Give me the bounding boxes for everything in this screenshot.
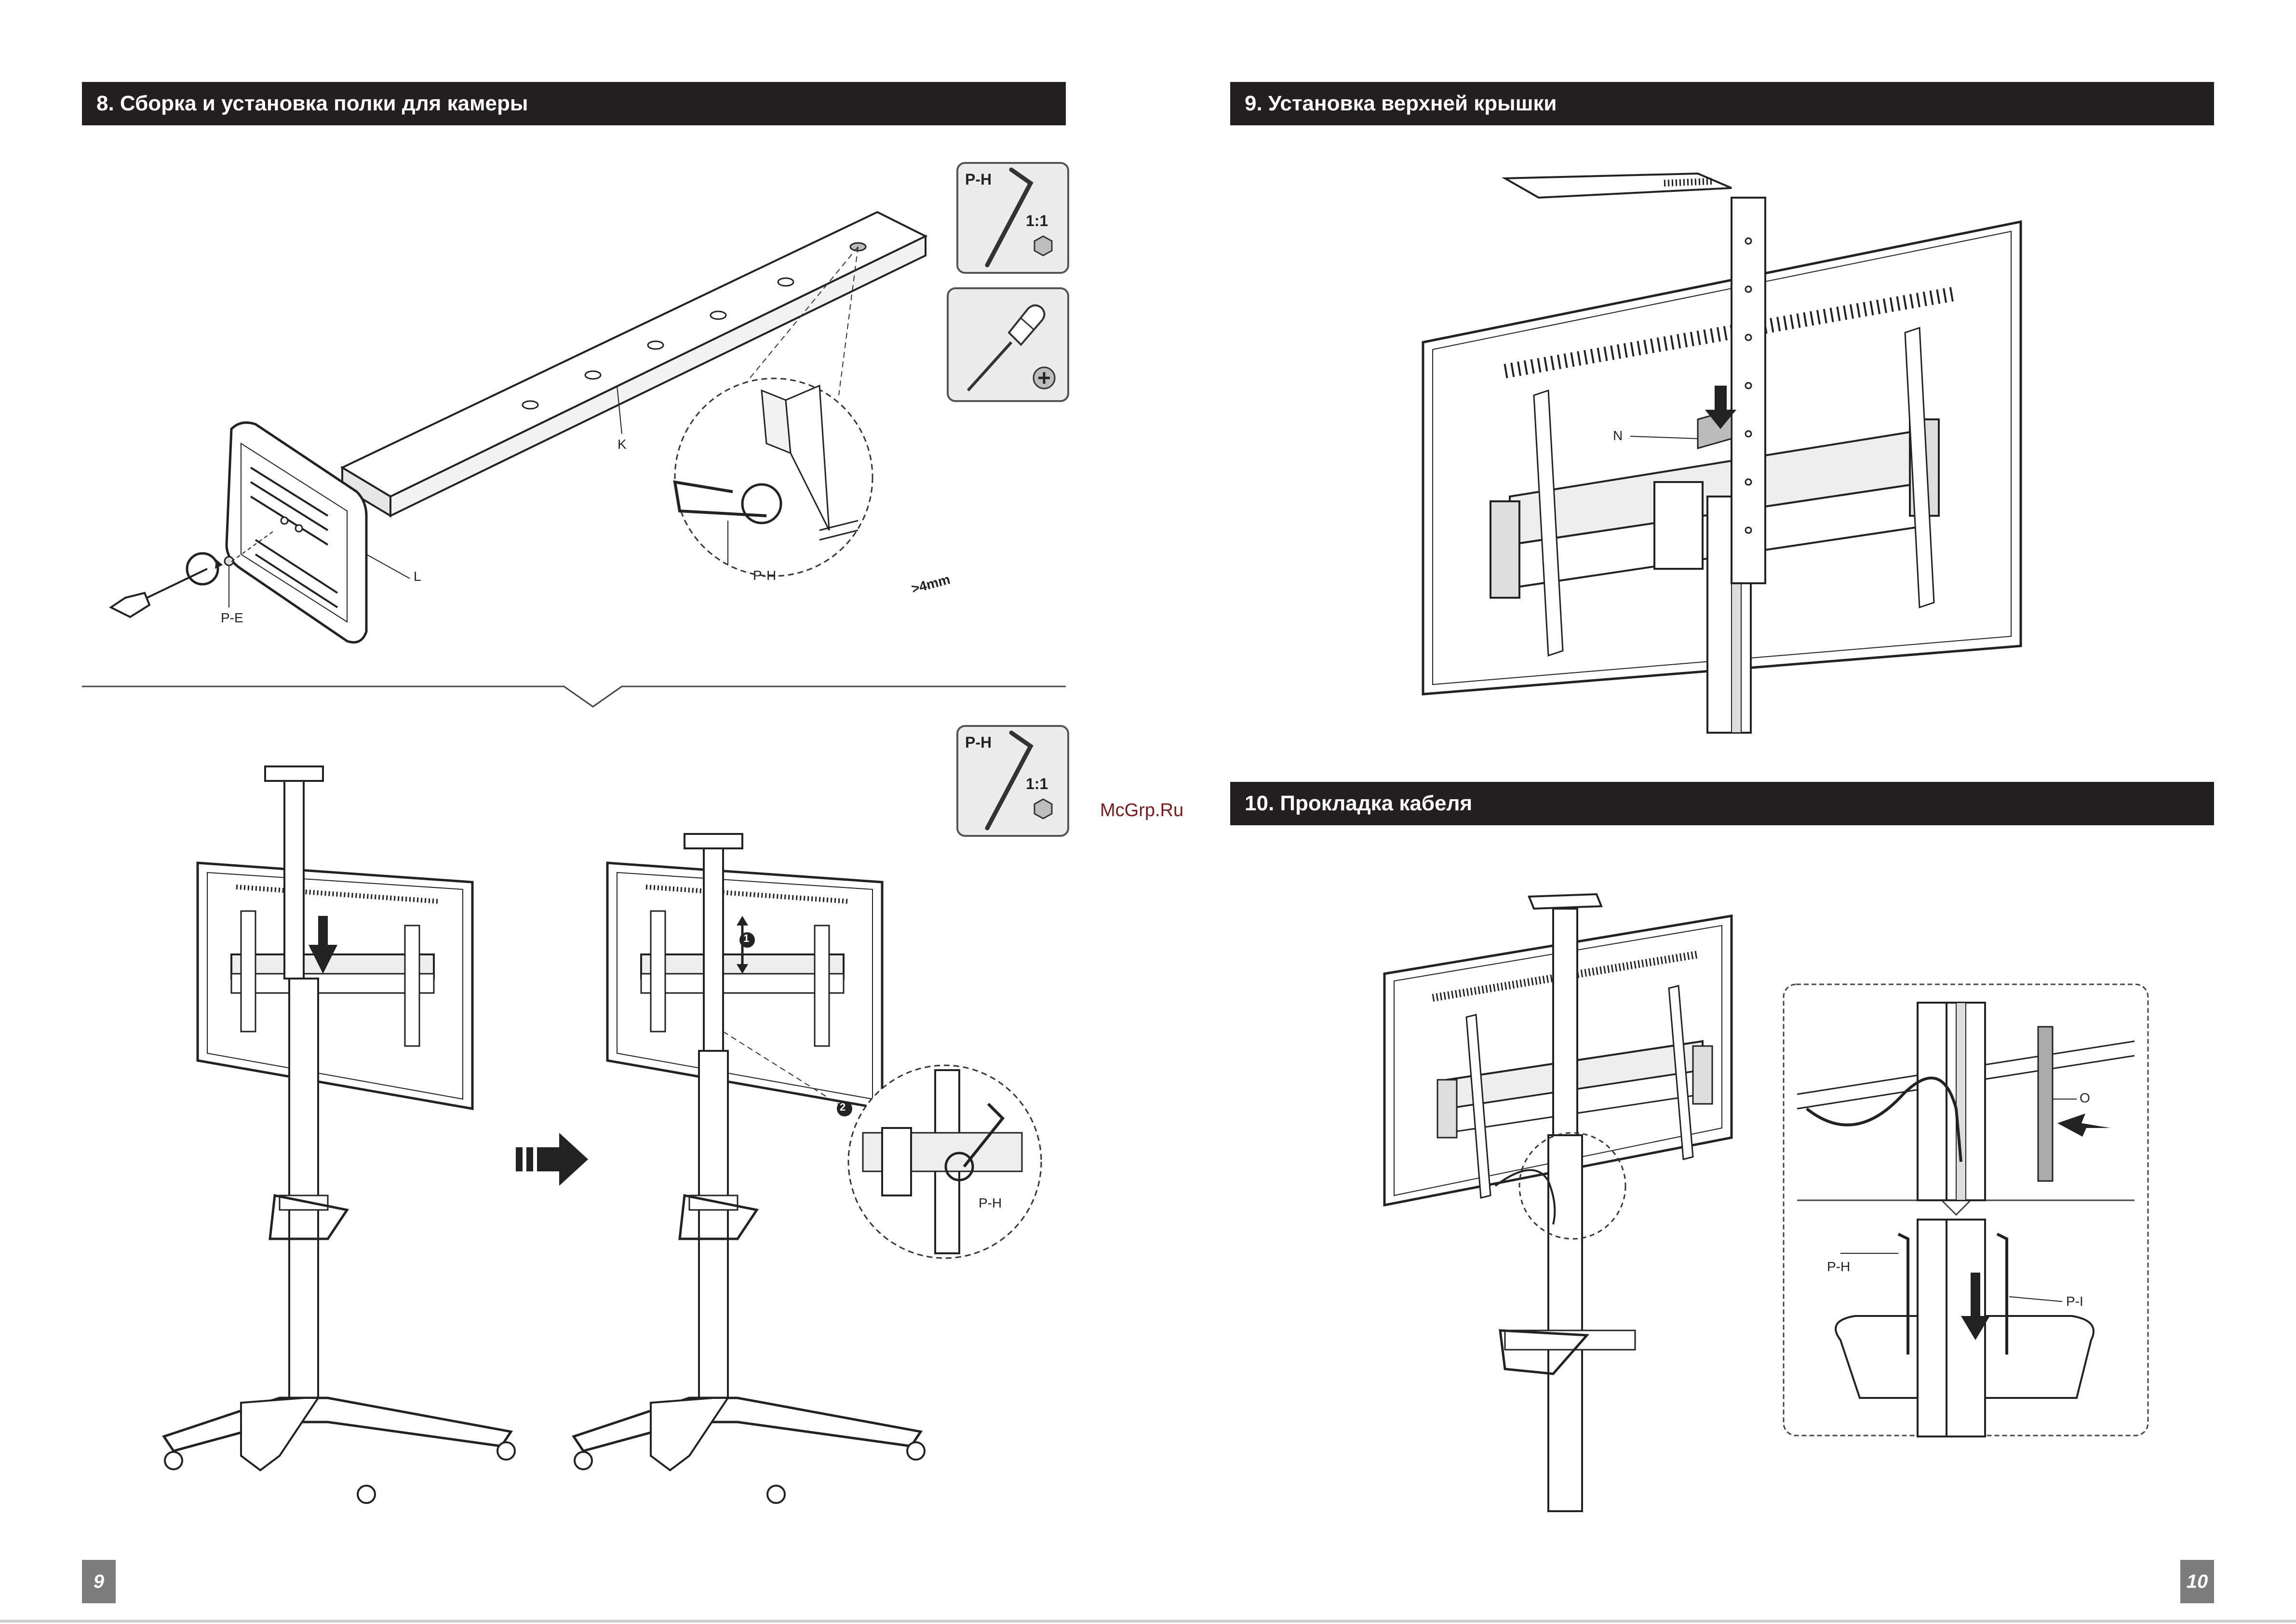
label-P-H-cable: P-H: [1827, 1259, 1850, 1275]
label-P-I: P-I: [2066, 1294, 2083, 1309]
bottom-rule: [0, 1620, 2296, 1623]
label-P-H-stand: P-H: [979, 1195, 1002, 1211]
label-P-H-detail: P-H: [753, 568, 776, 583]
step-1-marker-text: 1: [743, 932, 749, 945]
label-L: L: [414, 569, 421, 584]
page-9: 8. Сборка и установка полки для камеры P…: [0, 0, 1148, 1624]
tool-card-screwdriver: [947, 287, 1069, 402]
stand-fix-column-diagram: [554, 829, 1051, 1533]
tool-card-allen-key-2: P-H 1:1: [956, 725, 1069, 837]
phillips-screwdriver-icon: [949, 289, 1067, 400]
stand-insert-column-diagram: [145, 762, 530, 1533]
label-P-E: P-E: [221, 610, 243, 626]
cable-routing-stand-diagram: [1384, 887, 1760, 1514]
cable-detail-box: [1783, 983, 2149, 1436]
section-8-title: 8. Сборка и установка полки для камеры: [82, 82, 1066, 125]
top-cover-install-diagram: [1423, 169, 2030, 733]
label-K: K: [618, 437, 627, 452]
page-number-left: 9: [82, 1560, 116, 1603]
page-10: 9. Установка верхней крышки N 10. Прок: [1148, 0, 2296, 1624]
section-10-title: 10. Прокладка кабеля: [1230, 782, 2214, 825]
label-N: N: [1613, 428, 1623, 443]
page-number-right: 10: [2180, 1560, 2214, 1603]
watermark-text: McGrp.Ru: [1100, 800, 1183, 821]
allen-key-icon: [958, 164, 1067, 272]
tool-card-allen-key: P-H 1:1: [956, 162, 1069, 274]
allen-key-icon: [958, 727, 1067, 835]
camera-shelf-assembly-diagram: [96, 183, 954, 646]
section-divider: [82, 683, 1066, 711]
section-9-title: 9. Установка верхней крышки: [1230, 82, 2214, 125]
step-2-marker-text: 2: [840, 1101, 846, 1114]
label-O: O: [2080, 1090, 2090, 1106]
